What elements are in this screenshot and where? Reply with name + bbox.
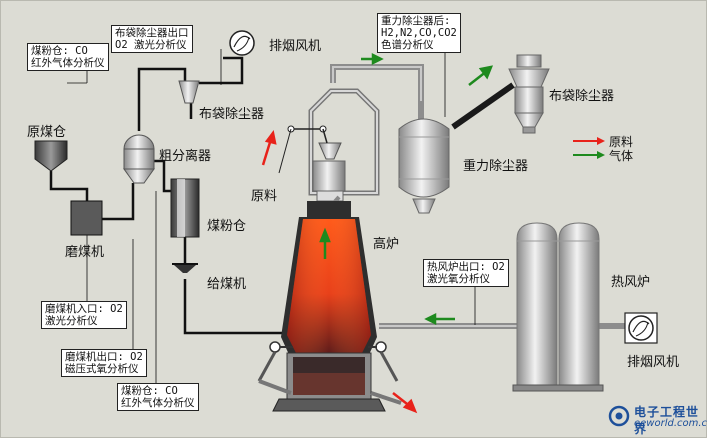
coal-feeder	[172, 263, 198, 273]
analyzer-gravity-after-line2: H2,N2,CO,CO2	[381, 27, 457, 39]
label-bag-filter-right: 布袋除尘器	[549, 89, 615, 104]
analyzer-gravity-after-line3: 色谱分析仪	[381, 39, 434, 51]
analyzer-hot-stove-outlet-line1: 热风炉出口: O2	[427, 261, 505, 273]
pipe-mill-to-separator	[102, 183, 135, 221]
analyzer-mill-inlet: 磨煤机入口: O2 激光分析仪	[41, 301, 127, 329]
label-exhaust-fan-right: 排烟风机	[627, 355, 680, 370]
analyzer-mill-inlet-line1: 磨煤机入口: O2	[45, 303, 123, 315]
coarse-separator	[123, 134, 155, 184]
label-coarse-separator: 粗分离器	[159, 149, 212, 164]
exhaust-fan-right-icon	[624, 312, 658, 344]
legend-arrows	[573, 137, 605, 159]
analyzer-bag-outlet: 布袋除尘器出口 O2 激光分析仪	[111, 25, 193, 53]
gas-arrow-hot-blast	[424, 312, 455, 326]
analyzer-coal-powder-top-line1: 煤粉仓: CO	[31, 45, 88, 57]
pipes	[49, 56, 293, 335]
material-flow-arrows	[261, 130, 418, 414]
analyzer-hot-stove-outlet: 热风炉出口: O2 激光氧分析仪	[423, 259, 509, 287]
eeworld-logo-icon	[608, 405, 630, 427]
material-arrow-left	[261, 130, 277, 166]
pipe-separator-to-bin	[151, 159, 171, 193]
pipe-fan-line	[199, 56, 244, 85]
gas-arrow-top	[361, 52, 384, 66]
watermark-line2: eeworld.com.cn	[634, 418, 707, 429]
analyzer-coal-powder-bottom-line2: 红外气体分析仪	[121, 397, 195, 409]
analyzer-mill-outlet: 磨煤机出口: O2 磁压式氧分析仪	[61, 349, 147, 377]
label-blast-furnace: 高炉	[373, 237, 400, 252]
analyzer-coal-powder-bottom-line1: 煤粉仓: CO	[121, 385, 178, 397]
watermark: 电子工程世界 eeworld.com.cn	[606, 403, 707, 436]
pipe-separator-top	[137, 67, 187, 131]
raw-coal-bin	[34, 140, 68, 172]
analyzer-gravity-after: 重力除尘器后: H2,N2,CO,CO2 色谱分析仪	[377, 13, 461, 53]
label-hot-blast-stove: 热风炉	[611, 275, 651, 290]
analyzer-mill-outlet-line1: 磨煤机出口: O2	[65, 351, 143, 363]
blast-furnace	[257, 88, 402, 412]
analyzer-mill-inlet-line2: 激光分析仪	[45, 315, 98, 327]
pulverized-coal-bin	[170, 178, 200, 238]
hot-blast-stoves	[512, 222, 604, 392]
gas-arrow-diagonal	[468, 65, 494, 86]
analyzer-bag-outlet-line2: O2 激光分析仪	[115, 39, 187, 51]
exhaust-fan-top-icon	[229, 30, 255, 56]
label-exhaust-fan-top: 排烟风机	[269, 39, 322, 54]
legend-gas: 气体	[609, 149, 634, 163]
label-coal-feeder: 给煤机	[207, 277, 247, 292]
gravity-dust-collector	[398, 101, 450, 214]
label-gravity-dust-collector: 重力除尘器	[463, 159, 529, 174]
analyzer-coal-powder-top: 煤粉仓: CO 红外气体分析仪	[27, 43, 109, 71]
label-pulverized-coal-bin: 煤粉仓	[207, 219, 247, 234]
pipe-feeder-to-furnace	[183, 279, 293, 335]
small-bag-filter	[178, 80, 200, 104]
label-coal-mill: 磨煤机	[65, 245, 105, 260]
analyzer-mill-outlet-line2: 磁压式氧分析仪	[65, 363, 139, 375]
pipe-gravity-to-bag	[451, 82, 515, 130]
analyzer-gravity-after-line1: 重力除尘器后:	[381, 15, 451, 27]
analyzer-hot-stove-outlet-line2: 激光氧分析仪	[427, 273, 490, 285]
watermark-line1: 电子工程世界	[634, 405, 700, 436]
gas-arrow-furnace	[319, 227, 331, 259]
coal-mill	[70, 200, 103, 236]
gas-flow-arrows	[319, 52, 494, 326]
analyzer-bag-outlet-line1: 布袋除尘器出口	[115, 27, 189, 39]
analyzer-coal-powder-top-line2: 红外气体分析仪	[31, 57, 105, 69]
pipe-bin-to-mill	[49, 171, 89, 201]
leader-lines	[67, 49, 476, 383]
material-arrow-bottom	[392, 392, 418, 414]
legend-raw-material: 原料	[609, 135, 634, 149]
label-bag-filter-small: 布袋除尘器	[199, 107, 265, 122]
bag-filter-right	[508, 54, 550, 134]
label-raw-coal-bin: 原煤仓	[27, 125, 67, 140]
label-raw-material: 原料	[251, 189, 278, 204]
analyzer-coal-powder-bottom: 煤粉仓: CO 红外气体分析仪	[117, 383, 199, 411]
